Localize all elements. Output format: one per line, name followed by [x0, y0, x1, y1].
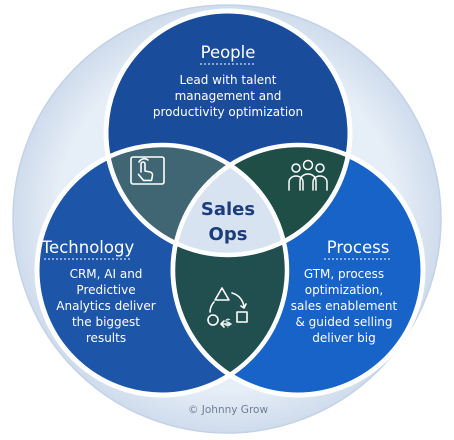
people-line-1: Lead with talent [179, 73, 276, 87]
process-line-2: optimization, [305, 283, 383, 297]
copyright-text: © Johnny Grow [188, 404, 269, 416]
technology-line-2: Predictive [76, 283, 135, 297]
technology-line-4: the biggest [72, 315, 140, 329]
technology-line-1: CRM, AI and [70, 267, 143, 281]
team-icon [288, 159, 328, 191]
people-title: People [201, 43, 256, 62]
center-label-line-1: Sales [201, 199, 255, 220]
sales-cycle-icon: $ [207, 287, 248, 329]
technology-line-5: results [86, 331, 126, 345]
process-line-3: sales enablement [291, 299, 398, 313]
process-title: Process [327, 238, 390, 257]
touchscreen-icon [130, 156, 165, 185]
center-overlap [173, 145, 287, 255]
process-line-4: & guided selling [295, 315, 392, 329]
svg-text:$: $ [225, 316, 232, 329]
people-line-2: management and [175, 89, 282, 103]
center-label-line-2: Ops [209, 224, 248, 245]
technology-line-3: Analytics deliver [56, 299, 155, 313]
technology-title: Technology [41, 238, 135, 257]
people-line-3: productivity optimization [153, 105, 303, 119]
process-line-5: deliver big [312, 331, 375, 345]
process-line-1: GTM, process [304, 267, 384, 281]
